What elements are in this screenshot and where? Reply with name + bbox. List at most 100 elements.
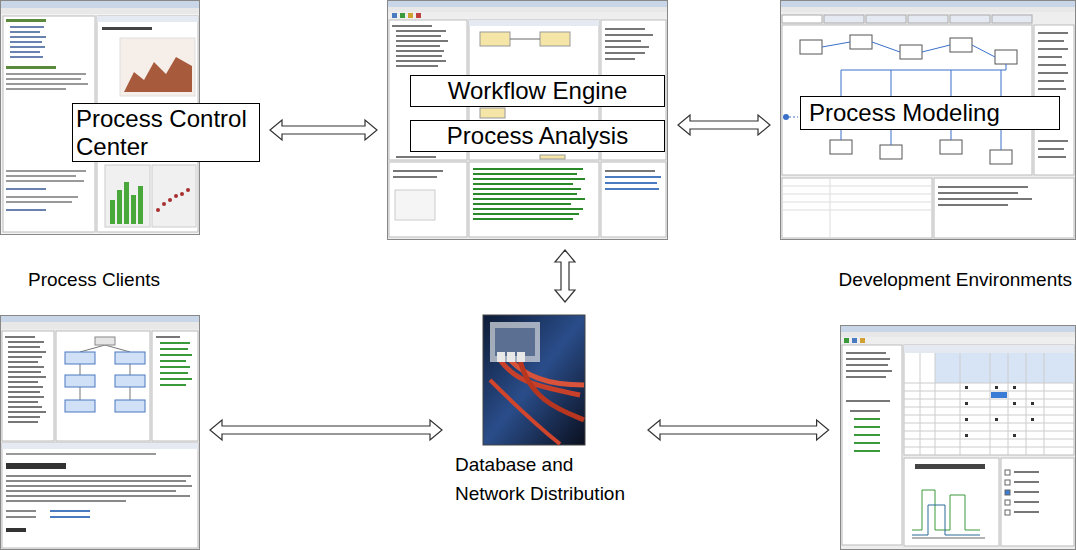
component-label-box: Process Analysis: [410, 120, 665, 152]
illustration-detail: [473, 193, 577, 195]
illustration-detail: [495, 328, 535, 356]
illustration-detail: [1, 322, 199, 329]
illustration-detail: [605, 28, 645, 30]
illustration-detail: [950, 38, 972, 52]
illustration-detail: [8, 356, 42, 358]
picture-panel: Database and Network Distribution: [452, 312, 638, 512]
illustration-detail: [6, 485, 192, 487]
illustration-detail: [6, 453, 156, 455]
illustration-detail: [388, 7, 667, 12]
illustration-detail: [900, 45, 922, 59]
illustration-detail: [6, 480, 186, 482]
illustration-detail: [1, 8, 199, 14]
illustration-detail: [912, 490, 980, 530]
illustration-detail: [965, 402, 968, 405]
illustration-detail: [605, 46, 649, 48]
illustration-detail: [8, 371, 41, 373]
illustration-detail: [601, 162, 666, 237]
illustration-detail: [408, 13, 413, 18]
illustration-detail: [8, 406, 42, 408]
illustration-detail: [115, 352, 145, 364]
double-arrow: [555, 250, 575, 302]
illustration-detail: [124, 57, 192, 92]
illustration-detail: [854, 450, 880, 452]
component-heading: Database and Network Distribution: [455, 450, 635, 509]
illustration-detail: [480, 108, 505, 118]
illustration-detail: [1001, 458, 1074, 546]
illustration-detail: [168, 198, 172, 202]
illustration-detail: [105, 165, 150, 227]
illustration-detail: [605, 58, 635, 60]
illustration-detail: [65, 400, 95, 412]
illustration-detail: [1014, 471, 1039, 473]
illustration-detail: [400, 13, 405, 18]
illustration-detail: [1014, 501, 1039, 503]
illustration-detail: [854, 426, 880, 428]
illustration-detail: [8, 341, 44, 343]
illustration-detail: [160, 378, 192, 380]
illustration-detail: [2, 443, 198, 548]
illustration-detail: [1038, 64, 1066, 66]
illustration-detail: [392, 13, 397, 18]
illustration-detail: [605, 182, 657, 184]
illustration-detail: [8, 391, 40, 393]
illustration-detail: [490, 380, 560, 444]
illustration-detail: [1005, 480, 1010, 485]
illustration-detail: [162, 202, 166, 206]
illustration-detail: [473, 213, 579, 215]
illustration-detail: [854, 418, 880, 420]
illustration-detail: [396, 45, 440, 47]
illustration-detail: [6, 475, 191, 477]
illustration-detail: [846, 352, 886, 354]
illustration-detail: [841, 332, 1075, 337]
illustration-detail: [912, 505, 980, 535]
illustration-detail: [1038, 56, 1062, 58]
illustration-detail: [6, 500, 126, 502]
illustration-detail: [388, 1, 668, 240]
illustration-detail: [396, 156, 436, 158]
illustration-detail: [510, 39, 540, 40]
illustration-detail: [396, 40, 448, 42]
illustration-detail: [846, 370, 892, 372]
illustration-detail: [540, 155, 565, 159]
illustration-detail: [469, 162, 599, 237]
illustration-detail: [912, 538, 985, 539]
illustration-detail: [1038, 48, 1068, 50]
illustration-detail: [938, 198, 1032, 200]
illustration-detail: [605, 176, 661, 178]
illustration-detail: [473, 203, 571, 205]
clients-screenshot: [1, 316, 200, 550]
illustration-detail: [6, 88, 66, 90]
illustration-detail: [844, 338, 849, 343]
illustration-detail: [824, 15, 864, 23]
illustration-detail: [995, 386, 998, 389]
illustration-detail: [1005, 510, 1010, 515]
illustration-detail: [152, 165, 196, 227]
illustration-detail: [6, 175, 76, 177]
illustration-detail: [830, 140, 852, 154]
illustration-detail: [605, 170, 655, 172]
illustration-detail: [115, 375, 145, 387]
illustration-detail: [965, 386, 968, 389]
illustration-detail: [97, 16, 198, 22]
illustration-detail: [473, 173, 577, 175]
illustration-detail: [781, 7, 1075, 12]
illustration-detail: [174, 194, 178, 198]
illustration-detail: [540, 32, 570, 46]
illustration-detail: [95, 337, 115, 345]
illustration-detail: [8, 376, 46, 378]
illustration-detail: [915, 464, 985, 469]
illustration-detail: [1038, 148, 1064, 150]
screenshot-panel: Workflow EngineProcess Analysis: [387, 0, 668, 240]
illustration-detail: [854, 434, 880, 436]
illustration-detail: [160, 342, 190, 344]
illustration-detail: [782, 15, 822, 23]
illustration-detail: [783, 114, 789, 120]
illustration-detail: [1038, 40, 1064, 42]
illustration-detail: [782, 194, 932, 195]
illustration-detail: [2, 331, 54, 441]
double-arrow: [210, 420, 442, 440]
illustration-detail: [846, 364, 888, 366]
component-label-box: Workflow Engine: [410, 75, 665, 107]
illustration-detail: [6, 73, 86, 75]
